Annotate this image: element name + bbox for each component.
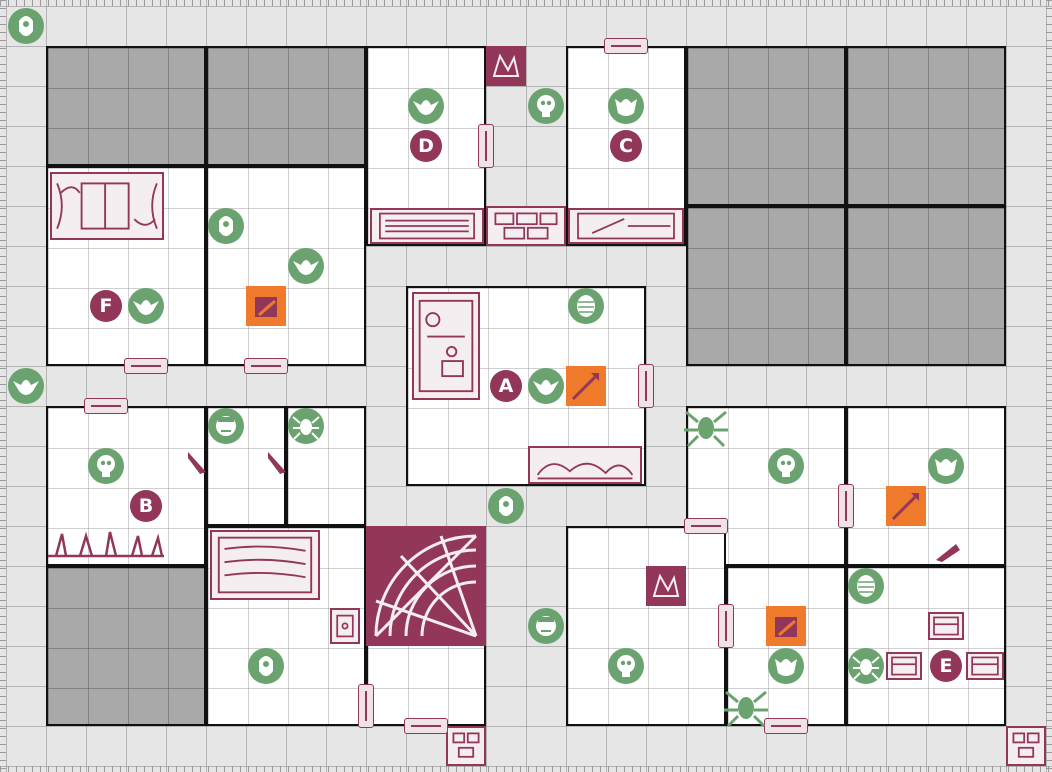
falling-rock-tile xyxy=(646,566,686,606)
board-edge-left xyxy=(0,0,6,772)
falling-rock-tile xyxy=(486,46,526,86)
orc-icon xyxy=(768,648,804,684)
solid-rock xyxy=(846,206,1006,366)
room xyxy=(206,406,286,526)
treasure-chest-furniture xyxy=(886,652,922,680)
table-furniture xyxy=(210,530,320,600)
door[interactable] xyxy=(604,38,648,54)
torture-rack-furniture xyxy=(46,528,166,564)
solid-rock xyxy=(846,46,1006,206)
mummy-icon xyxy=(568,288,604,324)
door[interactable] xyxy=(838,484,854,528)
mummy-icon xyxy=(848,568,884,604)
room-label-c: C xyxy=(610,130,642,162)
solid-rock xyxy=(686,206,846,366)
door[interactable] xyxy=(718,604,734,648)
goblin-icon xyxy=(408,88,444,124)
rubble-tile xyxy=(486,206,566,246)
room xyxy=(286,406,366,526)
door[interactable] xyxy=(124,358,168,374)
spear-trap xyxy=(886,486,926,526)
treasure-chest-furniture xyxy=(928,612,964,640)
door[interactable] xyxy=(84,398,128,414)
skeleton-icon xyxy=(768,448,804,484)
door[interactable] xyxy=(478,124,494,168)
solid-rock xyxy=(206,46,366,166)
spider-icon xyxy=(848,648,884,684)
goblin-icon xyxy=(128,288,164,324)
room-label-b: B xyxy=(130,490,162,522)
orc-icon xyxy=(608,88,644,124)
bookcase-furniture xyxy=(50,172,164,240)
secret-door-marker xyxy=(266,448,288,476)
pit-trap xyxy=(246,286,286,326)
room xyxy=(566,526,726,726)
stairway-tile xyxy=(366,526,486,646)
door[interactable] xyxy=(638,364,654,408)
board-edge-right xyxy=(1046,0,1052,772)
goblin-icon xyxy=(528,368,564,404)
solid-rock xyxy=(46,46,206,166)
room xyxy=(206,166,366,366)
board-edge-bottom xyxy=(0,766,1052,772)
door[interactable] xyxy=(244,358,288,374)
secret-door-marker xyxy=(934,542,962,564)
treasure-chest-furniture xyxy=(966,652,1004,680)
skeleton-icon xyxy=(88,448,124,484)
fimir-icon xyxy=(8,8,44,44)
door[interactable] xyxy=(684,518,728,534)
room-label-a: A xyxy=(490,370,522,402)
goblin-icon xyxy=(8,368,44,404)
fimir-icon xyxy=(488,488,524,524)
zombie-icon xyxy=(208,408,244,444)
room xyxy=(846,406,1006,566)
zombie-icon xyxy=(528,608,564,644)
fireplace-furniture xyxy=(528,446,642,484)
cupboard-furniture xyxy=(370,208,484,244)
skeleton-icon xyxy=(528,88,564,124)
spider-icon xyxy=(722,682,770,730)
door[interactable] xyxy=(404,718,448,734)
board-edge-top xyxy=(0,0,1052,6)
spider-icon xyxy=(288,408,324,444)
room-label-d: D xyxy=(410,130,442,162)
room-b xyxy=(46,406,206,566)
pit-trap xyxy=(766,606,806,646)
door[interactable] xyxy=(764,718,808,734)
door[interactable] xyxy=(358,684,374,728)
fimir-icon xyxy=(248,648,284,684)
chest-furniture xyxy=(330,608,360,644)
spear-trap xyxy=(566,366,606,406)
skeleton-icon xyxy=(608,648,644,684)
rubble-tile xyxy=(1006,726,1046,766)
spider-icon xyxy=(682,402,730,450)
rubble-tile xyxy=(446,726,486,766)
alchemist-bench-furniture xyxy=(412,292,480,400)
orc-icon xyxy=(928,448,964,484)
solid-rock xyxy=(686,46,846,206)
room-label-f: F xyxy=(90,290,122,322)
goblin-icon xyxy=(288,248,324,284)
fimir-icon xyxy=(208,208,244,244)
weapons-rack-furniture xyxy=(568,208,684,244)
secret-door-marker xyxy=(186,448,208,476)
room-label-e: E xyxy=(930,650,962,682)
solid-rock xyxy=(46,566,206,726)
